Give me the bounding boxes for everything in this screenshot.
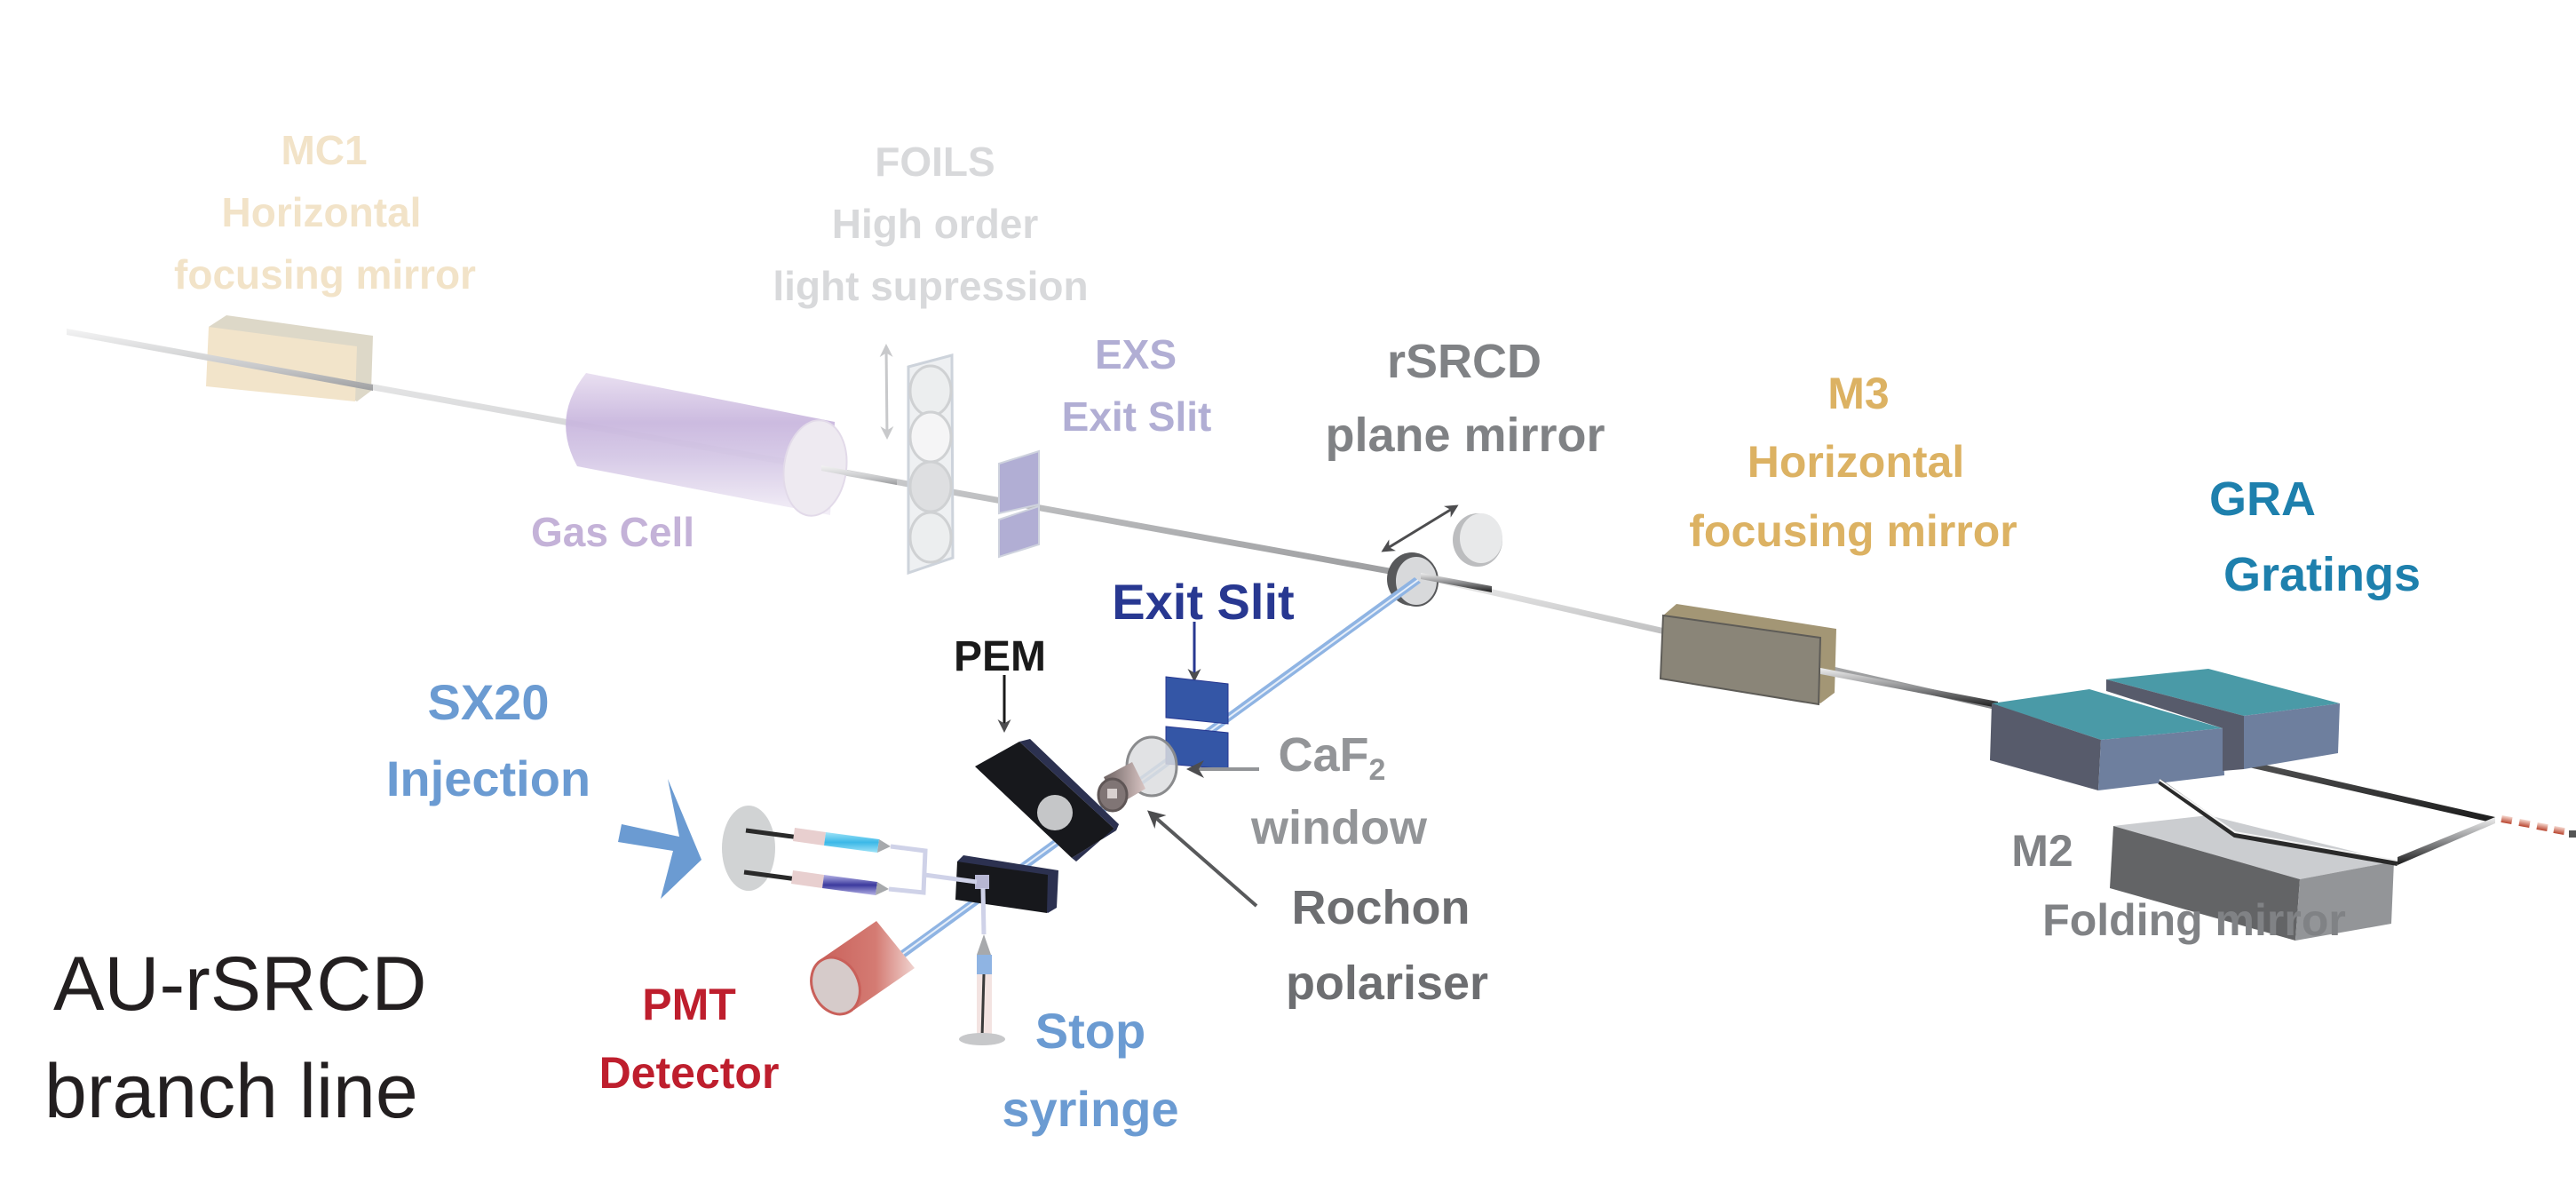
m3-desc-2: focusing mirror [1689,506,2017,556]
diagram-title: AU-rSRCD branch line [44,941,426,1134]
rochon-name: Rochon [1292,881,1470,934]
gra-desc: Gratings [2223,548,2421,601]
m2-name: M2 [2011,826,2073,876]
foils-name: FOILS [875,139,995,185]
title-line-1: AU-rSRCD [53,941,426,1027]
mc1-desc-2: focusing mirror [174,251,476,298]
m3-desc-1: Horizontal [1748,437,1964,487]
exs-slit [998,449,1040,559]
label-pmt: PMT Detector [599,980,780,1098]
label-mc1: MC1 Horizontal focusing mirror [174,127,476,298]
foils-motion-arrow-icon [879,344,894,440]
beam-continuation-dashed [2501,815,2576,838]
mc1-desc-1: Horizontal [222,189,422,235]
label-gas-cell: Gas Cell [531,509,694,555]
rsrcd-plane-mirror [1381,504,1502,607]
foils-holder [879,344,955,576]
rsrcd-mirror-name: rSRCD [1387,335,1542,388]
caf2-name: CaF2 [1279,728,1386,787]
injection-arrow-icon [618,779,701,899]
label-exit-slit: Exit Slit [1112,574,1294,630]
exs-name: EXS [1095,331,1177,377]
sample-cell [955,855,1058,913]
stop-syringe [959,887,1005,1045]
mc1-name: MC1 [281,127,367,173]
title-line-2: branch line [44,1049,418,1134]
label-gra: GRA Gratings [2209,472,2421,601]
label-caf2: CaF2 window [1250,728,1428,854]
stop-syringe-desc: syringe [1002,1081,1178,1137]
rsrcd-mirror-desc: plane mirror [1325,409,1605,462]
pmt-desc: Detector [599,1048,780,1098]
pem-modulator [975,675,1119,862]
pmt-name: PMT [642,980,736,1029]
rochon-desc: polariser [1286,957,1488,1010]
label-foils: FOILS High order light supression [773,139,1088,309]
pmt-detector [810,921,915,1016]
label-stop-syringe: Stop syringe [1002,1003,1178,1137]
m3-name: M3 [1827,369,1889,418]
sx20-injection [618,779,978,899]
label-sx20: SX20 Injection [386,674,590,806]
mc1-mirror [67,315,373,401]
label-exs: EXS Exit Slit [1062,331,1212,440]
foils-desc-1: High order [832,201,1039,247]
label-m3: M3 Horizontal focusing mirror [1689,369,2017,556]
sx20-name: SX20 [428,674,550,730]
label-rochon: Rochon polariser [1286,881,1488,1010]
stop-syringe-name: Stop [1035,1003,1145,1059]
rochon-polariser [1097,762,1145,813]
gas-cell [566,373,897,517]
label-m2: M2 Folding mirror [2011,826,2346,945]
m2-mirror [2110,779,2495,941]
m2-desc: Folding mirror [2042,895,2346,945]
exit-slit [1165,622,1229,770]
caf2-desc: window [1250,801,1428,854]
m3-mirror [1659,604,1998,708]
foils-desc-2: light supression [773,263,1088,309]
mirror-motion-arrow-icon [1381,504,1459,552]
label-pem: PEM [954,633,1046,680]
gra-gratings [1990,669,2340,790]
exs-desc: Exit Slit [1062,393,1212,440]
rochon-pointer-arrow-icon [1146,810,1258,908]
label-rsrcd-mirror: rSRCD plane mirror [1325,335,1605,462]
gra-name: GRA [2209,472,2316,526]
sx20-desc: Injection [386,750,590,806]
